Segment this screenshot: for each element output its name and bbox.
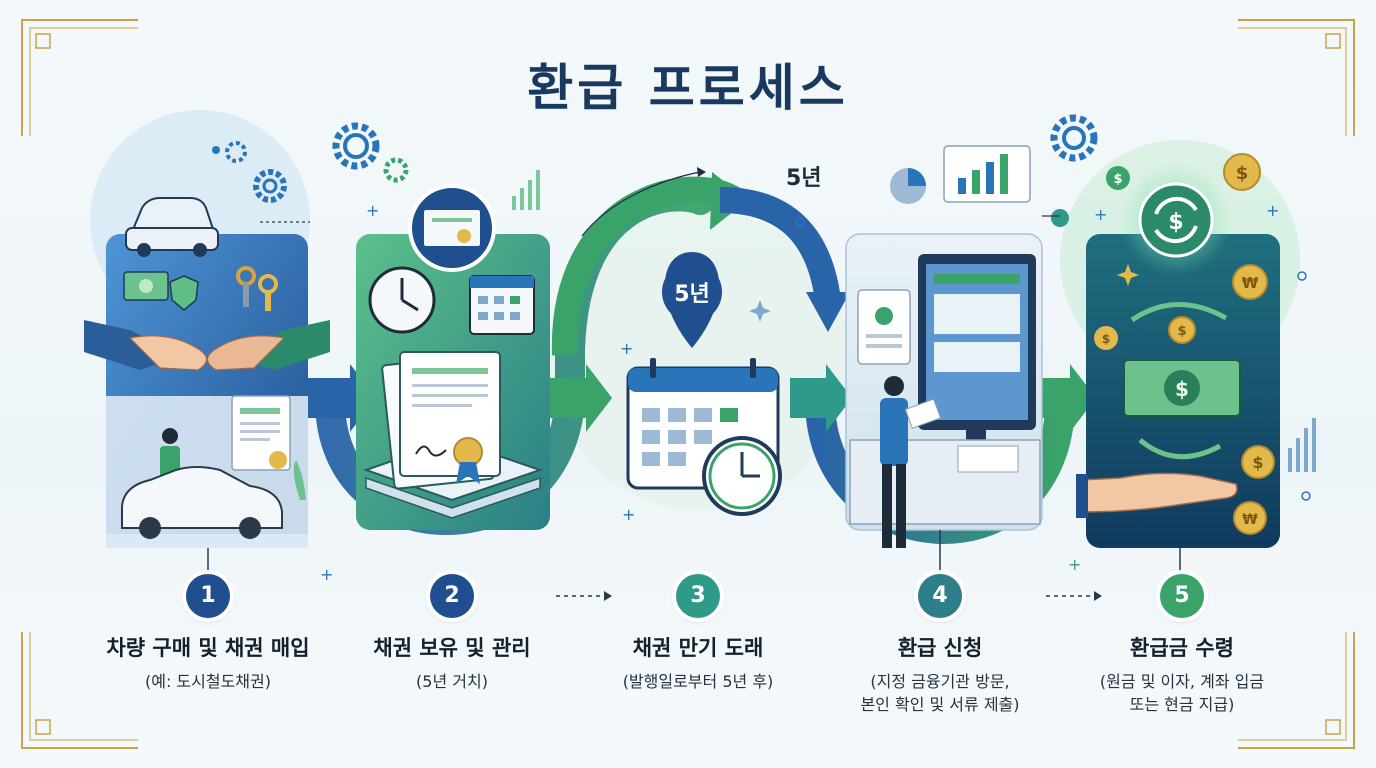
decorations: + + + + + + +: [212, 114, 1316, 584]
step-desc-4: (지정 금융기관 방문, 본인 확인 및 서류 제출): [810, 670, 1070, 716]
frame-corner-top-right: [1238, 16, 1358, 136]
won-coin-icon: ₩: [1232, 264, 1268, 300]
svg-text:$: $: [1113, 172, 1122, 187]
svg-text:+: +: [1266, 201, 1279, 220]
banknote-icon: $: [1123, 359, 1241, 417]
document-icon: [231, 395, 291, 471]
shield-icon: [169, 275, 199, 311]
step-desc-line: 또는 현금 지급): [1129, 695, 1235, 714]
dollar-coin-icon: $: [1106, 166, 1130, 190]
frame-corner-bottom-left: [18, 632, 138, 752]
gear-icon: [1050, 114, 1098, 162]
step5-panel: $ $ $ ₩ $ $ $ $: [1076, 153, 1280, 548]
clock-icon: [368, 266, 436, 334]
step-number-3: 3: [676, 574, 720, 618]
frame-corner-icon: [21, 632, 138, 749]
svg-text:$: $: [1236, 163, 1249, 184]
gear-icon: [225, 141, 247, 163]
step-connectors: [207, 215, 1181, 572]
frame-corner-bottom-right: [1238, 632, 1358, 752]
step-number-1: 1: [186, 574, 230, 618]
location-pin-icon: [662, 252, 722, 348]
step-desc-5: (원금 및 이자, 계좌 입금 또는 현금 지급): [1052, 670, 1312, 716]
step-title-2: 채권 보유 및 관리: [373, 636, 531, 660]
won-coin-icon: ₩: [1233, 501, 1267, 535]
bar-chart-icon: [1288, 418, 1316, 472]
step-desc-line: 본인 확인 및 서류 제출): [860, 695, 1020, 714]
gear-icon: [253, 169, 287, 203]
dollar-coin-icon: $: [1094, 326, 1118, 350]
gear-icon: [383, 157, 409, 183]
refund-cycle-icon: $: [1138, 182, 1214, 258]
svg-text:₩: ₩: [1242, 274, 1259, 292]
svg-text:+: +: [620, 339, 633, 358]
dollar-coin-icon: $: [1241, 445, 1275, 479]
svg-text:+: +: [320, 565, 333, 584]
pie-chart-icon: [890, 168, 926, 204]
svg-text:$: $: [1168, 210, 1183, 235]
svg-text:+: +: [366, 201, 379, 220]
frame-corner-icon: [1238, 19, 1355, 136]
period-badge: 5년: [674, 282, 710, 307]
step-title-5: 환급금 수령: [1130, 636, 1234, 660]
step-title-1: 차량 구매 및 채권 매입: [106, 636, 310, 660]
frame-corner-icon: [21, 19, 138, 136]
step-number-5: 5: [1160, 574, 1204, 618]
step1-panel: [84, 197, 330, 548]
step-desc-line: (5년 거치): [416, 672, 488, 691]
svg-text:+: +: [1094, 205, 1107, 224]
svg-text:₩: ₩: [1242, 512, 1258, 528]
bar-chart-icon: [943, 145, 1031, 203]
svg-text:$: $: [1252, 453, 1263, 472]
keys-icon: [236, 266, 278, 311]
step-title-4: 환급 신청: [897, 636, 983, 660]
id-card-icon: [857, 289, 911, 365]
step3-panel: 5년: [626, 252, 782, 516]
dollar-coin-icon: $: [1223, 153, 1261, 191]
step-title-3: 채권 만기 도래: [632, 636, 764, 660]
step-number-2: 2: [430, 574, 474, 618]
step-desc-line: (원금 및 이자, 계좌 입금: [1099, 672, 1265, 691]
frame-corner-icon: [1238, 632, 1355, 749]
period-label: 5년: [786, 166, 822, 191]
step-desc-1: (예: 도시철도채권): [78, 670, 338, 693]
step-desc-2: (5년 거치): [322, 670, 582, 693]
gear-icon: [332, 122, 380, 170]
dollar-coin-icon: $: [1168, 316, 1196, 344]
bar-chart-icon: [512, 170, 540, 210]
step-desc-3: (발행일로부터 5년 후): [568, 670, 828, 693]
svg-text:$: $: [1102, 332, 1110, 346]
hand-icon: [1076, 472, 1238, 518]
clock-icon: [702, 436, 782, 516]
certificate-icon: [424, 210, 480, 246]
svg-text:+: +: [622, 505, 635, 524]
money-icon: [123, 271, 169, 301]
calendar-icon: [469, 275, 535, 335]
handshake-icon: [84, 320, 330, 371]
step-desc-line: (예: 도시철도채권): [144, 672, 271, 691]
person-icon: [880, 376, 942, 548]
seal-icon: [453, 437, 483, 484]
frame-corner-top-left: [18, 16, 138, 136]
step-desc-line: (발행일로부터 5년 후): [622, 672, 774, 691]
car-icon: [121, 466, 283, 539]
svg-text:$: $: [1177, 324, 1186, 339]
step-number-4: 4: [918, 574, 962, 618]
car-icon: [125, 197, 219, 257]
calendar-icon: [626, 358, 780, 490]
step4-panel: [845, 145, 1043, 548]
page-title: 환급 프로세스: [527, 59, 849, 117]
step-desc-line: (지정 금융기관 방문,: [870, 672, 1010, 691]
svg-text:+: +: [1068, 555, 1081, 574]
svg-text:$: $: [1175, 377, 1189, 401]
step2-panel: [356, 184, 550, 530]
